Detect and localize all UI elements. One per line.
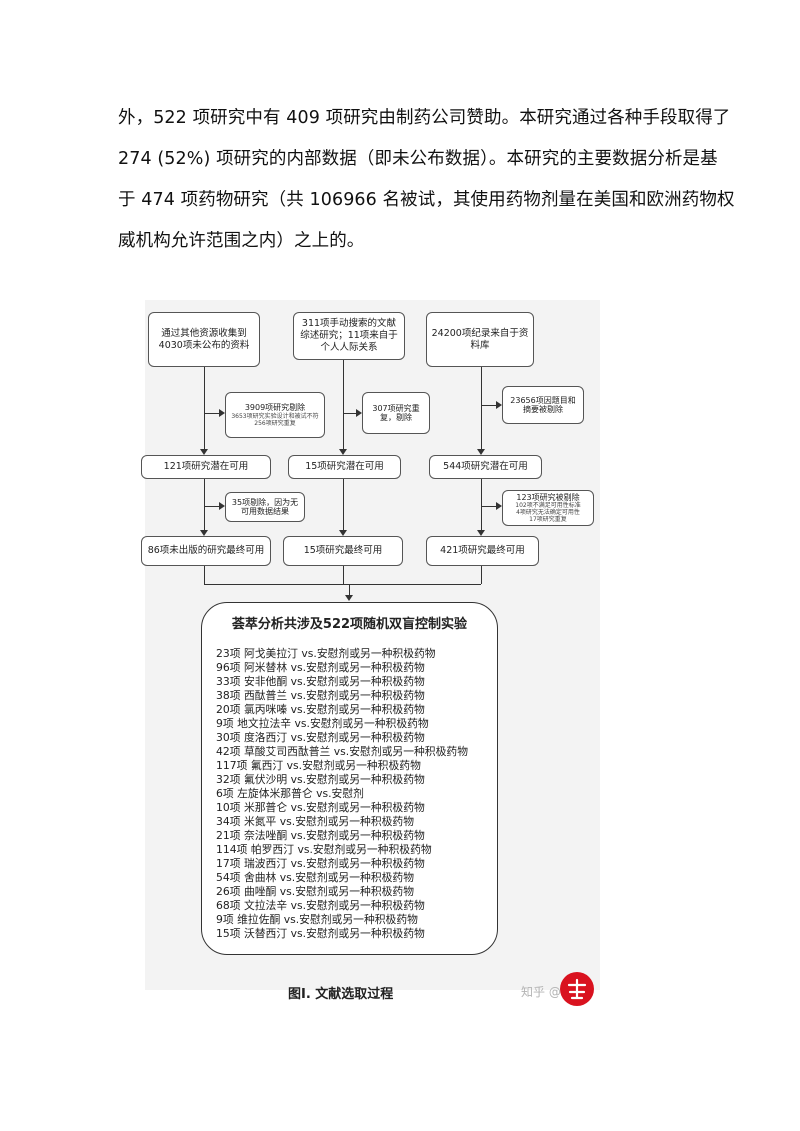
arrow-head <box>496 401 502 409</box>
list-item: 26项 曲唑酮 vs.安慰剂或另一种积极药物 <box>216 885 415 898</box>
list-item: 42项 草酸艾司西酞普兰 vs.安慰剂或另一种积极药物 <box>216 745 468 758</box>
arrow-head <box>339 530 347 536</box>
arrow-head <box>219 502 225 510</box>
paragraph-line: 威机构允许范围之内）之上的。 <box>118 231 365 251</box>
box-text: 通过其他资源收集到4030项未公布的资料 <box>158 327 250 351</box>
list-item: 6项 左旋体米那普仑 vs.安慰剂 <box>216 787 364 800</box>
source-box-other-resources: 通过其他资源收集到4030项未公布的资料 <box>148 312 260 367</box>
paragraph-line: 于 474 项药物研究（共 106966 名被试，其使用药物剂量在美国和欧洲药物… <box>118 190 735 210</box>
box-text: 15项研究最终可用 <box>303 545 383 556</box>
connector-line <box>481 479 482 531</box>
box-text: 35项剔除，因为无可用数据结果 <box>231 497 299 517</box>
watermark-logo-icon <box>560 972 594 1006</box>
list-item: 33项 安非他酮 vs.安慰剂或另一种积极药物 <box>216 675 425 688</box>
list-item: 114项 帕罗西汀 vs.安慰剂或另一种积极药物 <box>216 843 432 856</box>
connector-line <box>204 367 205 449</box>
final-box-86: 86项未出版的研究最终可用 <box>141 536 271 566</box>
list-item: 23项 阿戈美拉汀 vs.安慰剂或另一种积极药物 <box>216 647 436 660</box>
connector-line <box>481 367 482 449</box>
list-item: 21项 奈法唑酮 vs.安慰剂或另一种积极药物 <box>216 829 425 842</box>
list-item: 32项 氟伏沙明 vs.安慰剂或另一种积极药物 <box>216 773 425 786</box>
list-item: 34项 米氮平 vs.安慰剂或另一种积极药物 <box>216 815 415 828</box>
potential-box-15: 15项研究潜在可用 <box>288 455 401 479</box>
list-item: 54项 舍曲林 vs.安慰剂或另一种积极药物 <box>216 871 415 884</box>
list-item: 9项 地文拉法辛 vs.安慰剂或另一种积极药物 <box>216 717 429 730</box>
box-text: 544项研究潜在可用 <box>443 461 528 472</box>
arrow-head <box>477 449 485 455</box>
arrow-head <box>496 502 502 510</box>
box-text: 86项未出版的研究最终可用 <box>147 545 265 556</box>
excluded-box-23656: 23656项因题目和摘要被剔除 <box>502 386 584 424</box>
final-box-421: 421项研究最终可用 <box>426 536 539 566</box>
list-item: 9项 维拉佐酮 vs.安慰剂或另一种积极药物 <box>216 913 418 926</box>
connector-line <box>204 584 481 585</box>
box-text: 311项手动搜索的文献综述研究；11项来自于个人人际关系 <box>300 318 398 353</box>
connector-line <box>204 413 220 414</box>
box-text: 421项研究最终可用 <box>440 545 525 556</box>
body-paragraph: 外，522 项研究中有 409 项研究由制药公司赞助。本研究通过各种手段取得了 … <box>118 98 735 262</box>
source-box-database: 24200项纪录来自于资料库 <box>426 312 534 367</box>
box-subtext: 3653项研究实验设计和被试不符 <box>231 412 319 420</box>
connector-line <box>343 413 357 414</box>
list-item: 68项 文拉法辛 vs.安慰剂或另一种积极药物 <box>216 899 425 912</box>
list-item: 117项 氟西汀 vs.安慰剂或另一种积极药物 <box>216 759 421 772</box>
arrow-head <box>219 409 225 417</box>
meta-analysis-title: 荟萃分析共涉及522项随机双盲控制实验 <box>231 617 468 632</box>
watermark-text: 知乎 @ <box>521 985 561 999</box>
list-item: 96项 阿米替林 vs.安慰剂或另一种积极药物 <box>216 661 425 674</box>
connector-line <box>481 506 497 507</box>
arrow-head <box>200 530 208 536</box>
box-subtext: 17项研究重复 <box>529 516 567 524</box>
box-subtext: 256项研究重复 <box>254 419 296 427</box>
connector-line <box>349 584 350 596</box>
excluded-box-123: 123项研究被剔除 102项不满足可用性标准 4项研究无法确定可用性 17项研究… <box>502 490 594 526</box>
connector-line <box>343 479 344 531</box>
excluded-box-35: 35项剔除，因为无可用数据结果 <box>225 492 305 522</box>
excluded-box-3909: 3909项研究剔除 3653项研究实验设计和被试不符 256项研究重复 <box>225 392 325 438</box>
connector-line <box>481 566 482 584</box>
box-text: 24200项纪录来自于资料库 <box>431 327 529 351</box>
arrow-head <box>345 595 353 601</box>
box-text: 123项研究被剔除 <box>516 492 580 502</box>
box-text: 3909项研究剔除 <box>244 403 306 413</box>
arrow-head <box>477 530 485 536</box>
excluded-box-307: 307项研究重复，剔除 <box>362 392 430 434</box>
potential-box-544: 544项研究潜在可用 <box>429 455 542 479</box>
list-item: 20项 氯丙咪嗪 vs.安慰剂或另一种积极药物 <box>216 703 425 716</box>
connector-line <box>481 405 497 406</box>
final-box-15: 15项研究最终可用 <box>283 536 403 566</box>
arrow-head <box>356 409 362 417</box>
box-subtext: 102项不满足可用性标准 <box>515 502 581 510</box>
arrow-head <box>339 449 347 455</box>
connector-line <box>343 566 344 584</box>
box-text: 23656项因题目和摘要被剔除 <box>510 395 576 415</box>
connector-line <box>204 506 220 507</box>
list-item: 10项 米那普仑 vs.安慰剂或另一种积极药物 <box>216 801 425 814</box>
source-box-manual-search: 311项手动搜索的文献综述研究；11项来自于个人人际关系 <box>293 312 405 360</box>
box-text: 15项研究潜在可用 <box>305 461 384 472</box>
paragraph-line: 外，522 项研究中有 409 项研究由制药公司赞助。本研究通过各种手段取得了 <box>118 108 731 128</box>
list-item: 38项 西酞普兰 vs.安慰剂或另一种积极药物 <box>216 689 425 702</box>
connector-line <box>204 566 205 584</box>
list-item: 15项 沃替西汀 vs.安慰剂或另一种积极药物 <box>216 927 425 940</box>
meta-analysis-box: 荟萃分析共涉及522项随机双盲控制实验 23项 阿戈美拉汀 vs.安慰剂或另一种… <box>201 602 498 955</box>
figure-caption: 图I. 文献选取过程 <box>288 987 394 1002</box>
box-text: 307项研究重复，剔除 <box>372 403 420 423</box>
connector-line <box>204 479 205 531</box>
box-subtext: 4项研究无法确定可用性 <box>516 509 580 517</box>
paragraph-line: 274 (52%) 项研究的内部数据（即未公布数据）。本研究的主要数据分析是基 <box>118 149 718 169</box>
connector-line <box>343 360 344 449</box>
box-text: 121项研究潜在可用 <box>163 461 249 472</box>
drug-trial-list: 23项 阿戈美拉汀 vs.安慰剂或另一种积极药物 96项 阿米替林 vs.安慰剂… <box>216 647 468 941</box>
list-item: 17项 瑞波西汀 vs.安慰剂或另一种积极药物 <box>216 857 425 870</box>
potential-box-121: 121项研究潜在可用 <box>141 455 271 479</box>
list-item: 30项 度洛西汀 vs.安慰剂或另一种积极药物 <box>216 731 425 744</box>
arrow-head <box>200 449 208 455</box>
logo-mark-icon <box>567 978 587 1000</box>
